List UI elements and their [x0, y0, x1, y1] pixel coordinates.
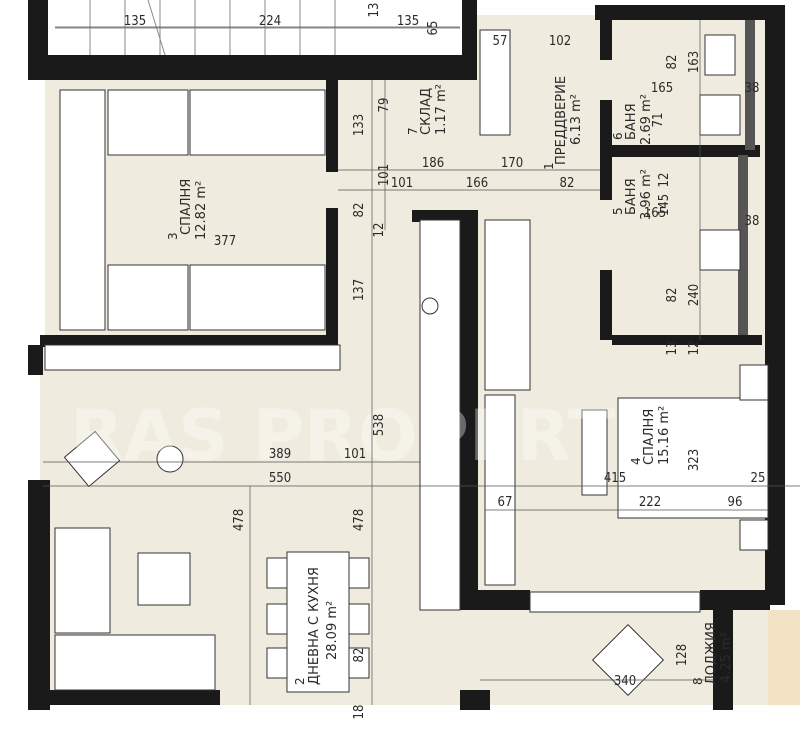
- svg-text:1: 1: [542, 162, 556, 170]
- dimension-label: 135: [124, 14, 146, 29]
- watermark: RAS PROPERTIES: [70, 395, 739, 477]
- dimension-label: 166: [466, 176, 488, 191]
- svg-text:5: 5: [611, 207, 625, 215]
- dimension-label: 170: [501, 156, 523, 171]
- svg-text:6: 6: [611, 132, 625, 140]
- dimension-label: 128: [675, 644, 690, 666]
- dimension-label: 137: [352, 279, 367, 301]
- svg-text:2.69 m²: 2.69 m²: [639, 94, 654, 145]
- dimension-label: 18: [352, 705, 367, 720]
- dimension-label: 82: [665, 288, 680, 303]
- room-label-bathroom-6: БАНЯ 2.69 m² 6: [611, 94, 654, 145]
- neighbor-unit: [768, 610, 800, 705]
- dimension-label: 25: [751, 471, 766, 486]
- room-label-storage: СКЛАД 1.17 m² 7: [406, 84, 449, 135]
- walls: [28, 0, 785, 710]
- dimension-label: 186: [422, 156, 444, 171]
- grey-walls: [738, 20, 755, 335]
- dimension-label: 165: [651, 81, 673, 96]
- dimension-label: 65: [426, 21, 441, 36]
- dimension-label: 82: [665, 55, 680, 70]
- dimension-label: 478: [352, 509, 367, 531]
- svg-text:СКЛАД: СКЛАД: [419, 88, 434, 135]
- dimension-label: 538: [372, 414, 387, 436]
- dimension-label: 377: [214, 234, 236, 249]
- svg-text:3: 3: [166, 232, 180, 240]
- dimension-label: 102: [549, 34, 571, 49]
- dimension-lines: [43, 20, 800, 705]
- room-label-loggia: ЛОДЖИЯ 4.25 m² 8: [691, 622, 734, 685]
- room-label-bedroom-3: СПАЛНЯ 12.82 m² 3: [166, 179, 209, 240]
- dimension-label: 101: [377, 164, 392, 186]
- dimension-label: 389: [269, 447, 291, 462]
- room-label-bathroom-5: БАНЯ 3.96 m² 5: [611, 169, 654, 220]
- dimension-label: 340: [614, 674, 636, 689]
- dimension-label: 133: [352, 114, 367, 136]
- svg-text:4: 4: [629, 457, 643, 465]
- svg-text:6.13 m²: 6.13 m²: [569, 94, 584, 145]
- dimension-label: 415: [604, 471, 626, 486]
- svg-text:8: 8: [691, 677, 705, 685]
- svg-text:1.17 m²: 1.17 m²: [434, 84, 449, 135]
- dimension-label: 13: [367, 3, 382, 18]
- svg-text:СПАЛНЯ: СПАЛНЯ: [179, 179, 194, 235]
- svg-text:28.09 m²: 28.09 m²: [325, 601, 340, 660]
- svg-text:7: 7: [406, 127, 420, 135]
- dimension-label: 12: [372, 223, 387, 238]
- dimension-label: 163: [687, 51, 702, 73]
- room-label-bedroom-4: СПАЛНЯ 15.16 m² 4: [629, 406, 672, 465]
- dimension-label: 12: [687, 341, 702, 356]
- dimension-label: 101: [391, 176, 413, 191]
- dimension-label: 57: [493, 34, 508, 49]
- dimension-label: 79: [377, 98, 392, 113]
- dimension-label: 224: [259, 14, 281, 29]
- room-label-living-kitchen: ДНЕВНА С КУХНЯ 28.09 m² 2: [293, 567, 340, 685]
- dimension-label: 135: [397, 14, 419, 29]
- dimension-label: 145: [657, 194, 672, 216]
- svg-text:ЛОДЖИЯ: ЛОДЖИЯ: [704, 622, 719, 685]
- dimension-label: 96: [728, 495, 743, 510]
- svg-text:2: 2: [293, 677, 307, 685]
- svg-text:ДНЕВНА С КУХНЯ: ДНЕВНА С КУХНЯ: [307, 567, 322, 685]
- dimension-label: 165: [644, 206, 666, 221]
- dimension-label: 101: [344, 447, 366, 462]
- dimension-label: 478: [232, 509, 247, 531]
- svg-text:СПАЛНЯ: СПАЛНЯ: [642, 409, 657, 465]
- dimension-label: 13: [665, 341, 680, 356]
- svg-text:БАНЯ: БАНЯ: [624, 103, 639, 140]
- dimension-label: 38: [745, 214, 760, 229]
- dimension-label: 240: [687, 284, 702, 306]
- svg-text:БАНЯ: БАНЯ: [624, 178, 639, 215]
- dimension-label: 323: [687, 449, 702, 471]
- dimension-label: 38: [745, 81, 760, 96]
- dimension-label: 71: [651, 113, 666, 128]
- dimension-label: 222: [639, 495, 661, 510]
- svg-text:12.82 m²: 12.82 m²: [194, 181, 209, 240]
- svg-text:15.16 m²: 15.16 m²: [657, 406, 672, 465]
- svg-text:3.96 m²: 3.96 m²: [639, 169, 654, 220]
- dimension-label: 82: [352, 203, 367, 218]
- dimension-label: 550: [269, 471, 291, 486]
- dimension-label: 12: [657, 173, 672, 188]
- dimension-label: 82: [560, 176, 575, 191]
- furniture: [44, 29, 769, 697]
- svg-text:4.25 m²: 4.25 m²: [719, 632, 734, 683]
- dimension-label: 67: [498, 495, 513, 510]
- room-label-preddverie: ПРЕДДВЕРИЕ 6.13 m² 1: [542, 76, 584, 170]
- dimension-label: 82: [352, 648, 367, 663]
- stair-lines: [55, 0, 460, 56]
- svg-text:ПРЕДДВЕРИЕ: ПРЕДДВЕРИЕ: [554, 76, 569, 165]
